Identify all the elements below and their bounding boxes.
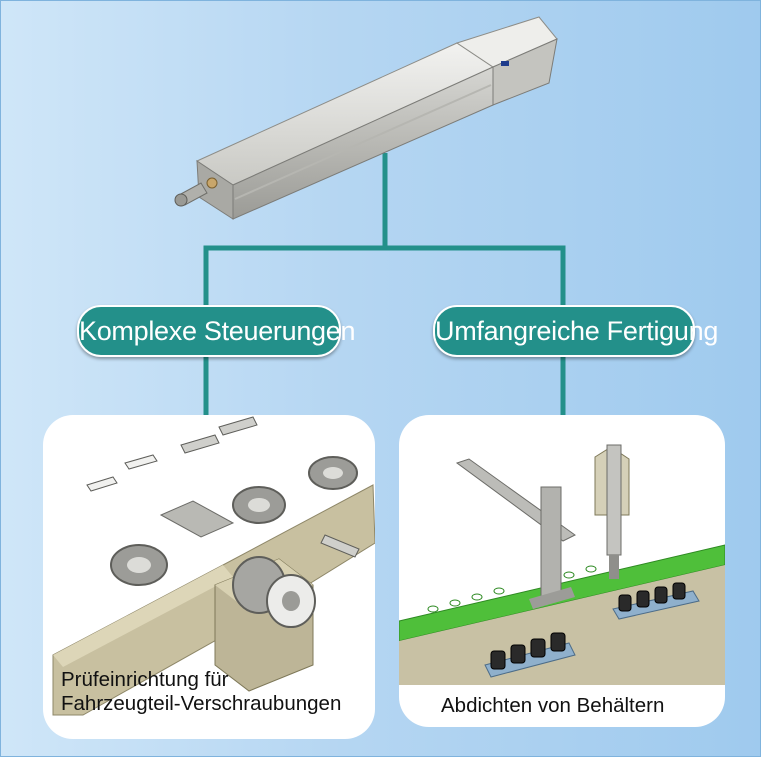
actuator-logo: [501, 61, 509, 66]
caption-sealing: Abdichten von Behältern: [441, 694, 665, 717]
branch-label-extensive-production: Umfangreiche Fertigung: [433, 305, 718, 357]
connector-right-branch: [383, 245, 566, 307]
connector-left-branch: [203, 245, 387, 307]
example-card-sealing: Abdichten von Behältern: [399, 415, 725, 727]
caption-inspection-line2: Fahrzeugteil-Verschraubungen: [61, 692, 342, 715]
actuator-motor-side: [492, 38, 558, 106]
caption-inspection-line1: Prüfeinrichtung für: [61, 668, 229, 691]
inspection-fixture-illustration: [52, 416, 375, 716]
branch-label-complex-controls: Komplexe Steuerungen: [77, 305, 356, 357]
example-card-inspection: Prüfeinrichtung für Fahrzeugteil-Verschr…: [43, 415, 375, 739]
sealing-station-illustration: [399, 444, 725, 685]
